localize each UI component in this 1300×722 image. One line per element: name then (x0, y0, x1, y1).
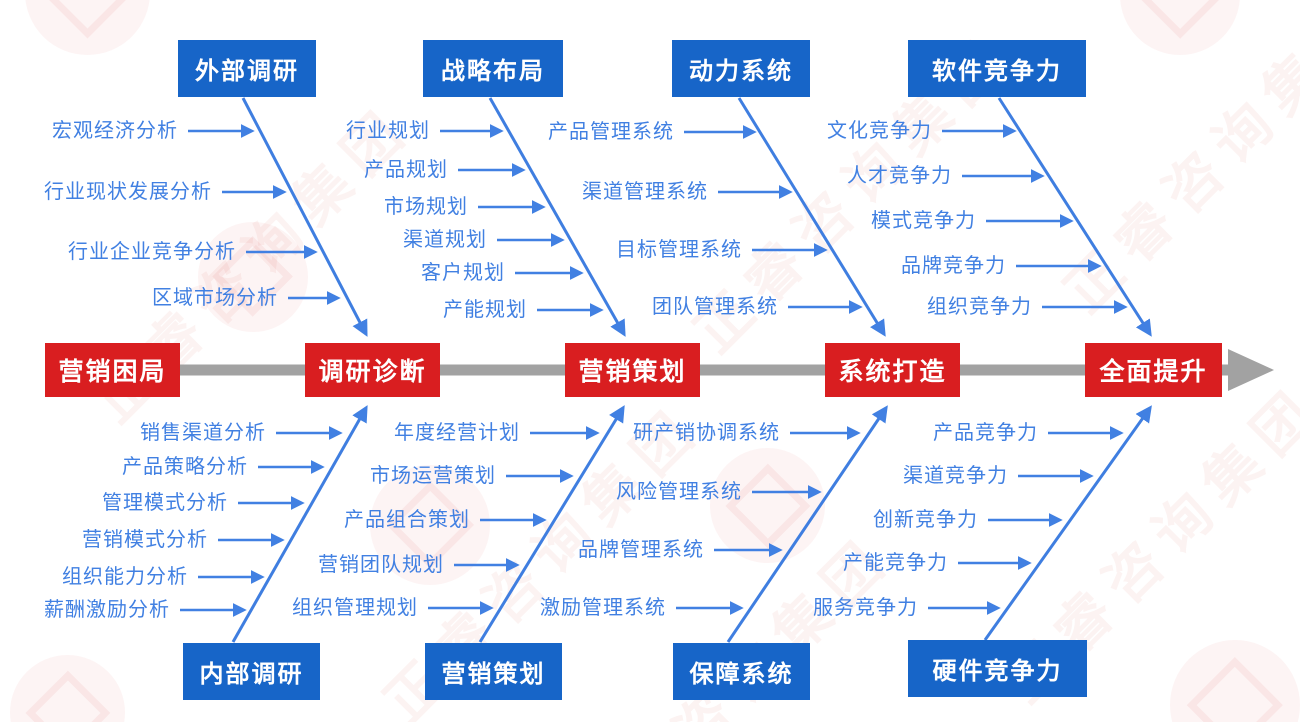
branch-item: 产品策略分析 (122, 456, 248, 478)
branch-box-bottom-hardware-competitiveness: 硬件竞争力 (908, 640, 1087, 697)
stage-box-overall-improvement: 全面提升 (1085, 343, 1222, 397)
branch-item: 年度经营计划 (394, 422, 520, 444)
branch-item: 销售渠道分析 (140, 422, 266, 444)
stage-box-marketing-planning: 营销策划 (565, 343, 700, 397)
branch-item: 人才竞争力 (847, 165, 952, 187)
branch-spine-line (983, 405, 1152, 641)
branch-item: 营销团队规划 (318, 554, 444, 576)
branch-item: 目标管理系统 (616, 239, 742, 261)
branch-item: 风险管理系统 (616, 481, 742, 503)
branch-item: 产品组合策划 (344, 509, 470, 531)
branch-item: 行业企业竞争分析 (68, 241, 236, 263)
item-arrows (180, 124, 1128, 617)
branch-item: 品牌管理系统 (578, 539, 704, 561)
branch-item: 组织管理规划 (292, 597, 418, 619)
branch-item: 研产销协调系统 (633, 422, 780, 444)
branch-box-bottom-marketing-planning: 营销策划 (425, 643, 562, 700)
branch-item: 行业规划 (346, 120, 430, 142)
branch-item: 管理模式分析 (102, 492, 228, 514)
branch-item: 组织竞争力 (927, 296, 1032, 318)
branch-spine-line (726, 405, 888, 643)
branch-box-top-software-competitiveness: 软件竞争力 (908, 40, 1086, 97)
branch-item: 服务竞争力 (813, 597, 918, 619)
branch-item: 产品规划 (364, 159, 448, 181)
branch-item: 文化竞争力 (827, 120, 932, 142)
branch-item: 行业现状发展分析 (44, 181, 212, 203)
branch-item: 模式竞争力 (871, 210, 976, 232)
branch-spine-line (241, 97, 368, 337)
branch-item: 团队管理系统 (652, 296, 778, 318)
branch-item: 品牌竞争力 (901, 255, 1006, 277)
branch-box-bottom-internal-research: 内部调研 (183, 643, 320, 700)
branch-spines (231, 97, 1152, 643)
branch-item: 产品管理系统 (548, 121, 674, 143)
branch-box-top-external-research: 外部调研 (178, 40, 316, 97)
branch-item: 市场规划 (384, 196, 468, 218)
main-axis-arrowhead-icon (1228, 349, 1274, 391)
stage-box-research-diagnosis: 调研诊断 (305, 343, 440, 397)
branch-box-top-power-system: 动力系统 (672, 40, 810, 97)
branch-spine-line (488, 97, 626, 337)
branch-item: 客户规划 (421, 262, 505, 284)
branch-item: 激励管理系统 (540, 597, 666, 619)
branch-item: 宏观经济分析 (52, 120, 178, 142)
stage-box-system-building: 系统打造 (825, 343, 960, 397)
branch-item: 产能竞争力 (843, 552, 948, 574)
stage-box-marketing-dilemma: 营销困局 (45, 343, 180, 397)
branch-box-top-strategy-layout: 战略布局 (423, 40, 563, 97)
branch-spine-line (997, 97, 1152, 337)
branch-item: 产品竞争力 (933, 422, 1038, 444)
branch-item: 渠道竞争力 (903, 465, 1008, 487)
branch-item: 创新竞争力 (873, 509, 978, 531)
branch-spine-line (737, 97, 886, 337)
branch-box-bottom-support-system: 保障系统 (673, 643, 810, 700)
branch-item: 渠道管理系统 (582, 181, 708, 203)
branch-item: 区域市场分析 (152, 287, 278, 309)
branch-spine-line (231, 405, 368, 643)
branch-spine-line (478, 405, 625, 643)
branch-item: 组织能力分析 (62, 566, 188, 588)
branch-item: 市场运营策划 (370, 465, 496, 487)
branch-item: 产能规划 (443, 299, 527, 321)
branch-item: 营销模式分析 (82, 529, 208, 551)
branch-item: 薪酬激励分析 (44, 599, 170, 621)
branch-item: 渠道规划 (403, 229, 487, 251)
